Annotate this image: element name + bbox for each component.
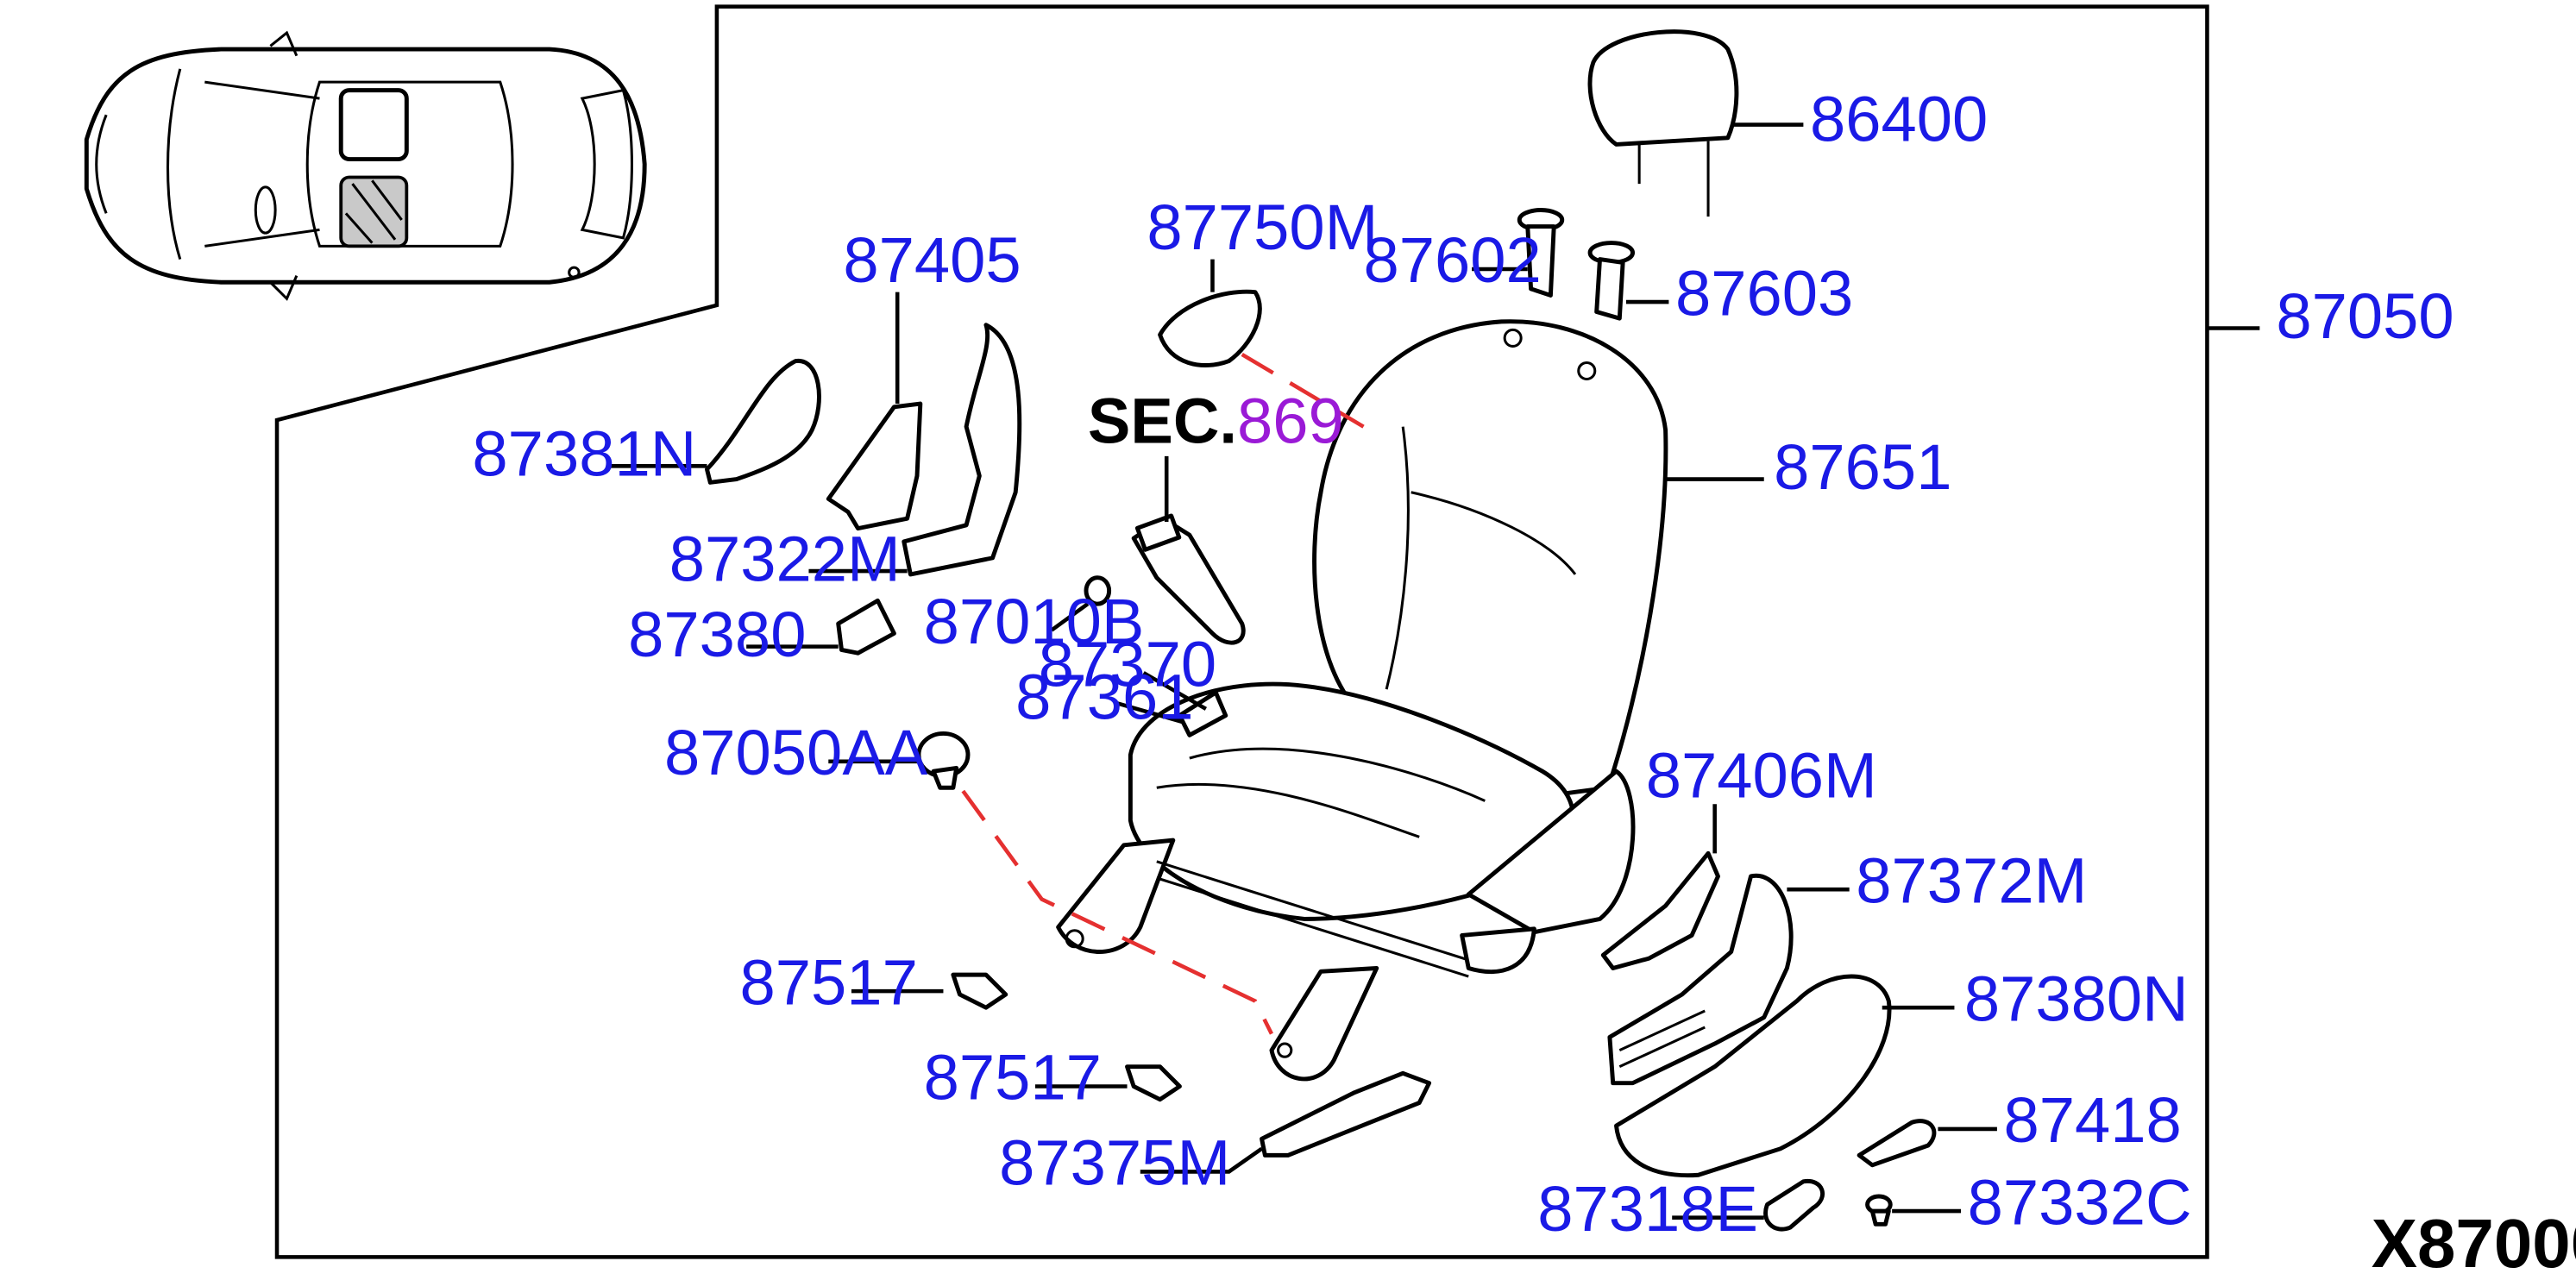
headrest-guide-part xyxy=(1517,208,1636,321)
part-label-87603[interactable]: 87603 xyxy=(1675,257,1853,329)
part-label-87361[interactable]: 87361 xyxy=(1015,661,1193,732)
seat-belt-buckle-part xyxy=(1131,513,1246,645)
part-label-87380[interactable]: 87380 xyxy=(628,599,806,670)
part-label-86400[interactable]: 86400 xyxy=(1810,84,1988,155)
part-label-87372m[interactable]: 87372M xyxy=(1856,844,2087,916)
rail-cover-part xyxy=(1260,1070,1432,1158)
part-label-87370[interactable]: 87370 xyxy=(1039,628,1216,700)
part-label-87418[interactable]: 87418 xyxy=(2004,1084,2182,1156)
part-label-87406m[interactable]: 87406M xyxy=(1646,740,1877,812)
relation-line xyxy=(1241,352,1365,429)
sec-reference[interactable]: SEC.869 xyxy=(1088,386,1344,457)
side-finisher-part xyxy=(1607,873,1794,1086)
part-label-87375m[interactable]: 87375M xyxy=(999,1127,1230,1199)
side-finisher-part xyxy=(1600,850,1720,970)
lever-part xyxy=(1857,1119,1937,1168)
side-cover-part xyxy=(1614,974,1892,1178)
bracket-part xyxy=(1763,1179,1825,1232)
part-label-87651[interactable]: 87651 xyxy=(1774,431,1951,503)
part-label-87332c[interactable]: 87332C xyxy=(1968,1166,2192,1238)
diagram-frame xyxy=(274,4,2209,1259)
part-label-87602[interactable]: 87602 xyxy=(1364,224,1542,296)
seat-cushion-part xyxy=(1056,681,1636,1082)
trim-part xyxy=(1158,289,1262,367)
sec-prefix: SEC. xyxy=(1088,386,1237,457)
clip-part xyxy=(836,598,896,656)
clip-part xyxy=(951,972,1008,1010)
headrest-part xyxy=(1587,29,1739,217)
part-label-87380n[interactable]: 87380N xyxy=(1964,963,2189,1034)
part-label-87050aa[interactable]: 87050AA xyxy=(664,717,928,788)
knob-part xyxy=(916,731,971,790)
part-label-87318e[interactable]: 87318E xyxy=(1537,1173,1758,1245)
part-label-87010b[interactable]: 87010B xyxy=(924,586,1145,657)
bracket-part xyxy=(705,359,821,485)
car-locator-icon xyxy=(84,30,647,301)
sec-number[interactable]: 869 xyxy=(1237,386,1344,457)
part-label-87322m[interactable]: 87322M xyxy=(669,524,901,595)
part-label-87750m[interactable]: 87750M xyxy=(1147,191,1378,263)
relation-line xyxy=(961,789,1274,1035)
diagram-code: X8700089 xyxy=(2372,1205,2576,1280)
grommet-part xyxy=(1084,575,1112,606)
clip-part xyxy=(1125,1064,1182,1102)
seat-back-part xyxy=(1312,319,1668,800)
side-cover-part xyxy=(826,401,923,531)
part-label-87381n[interactable]: 87381N xyxy=(472,418,696,490)
leader-lines xyxy=(608,122,2260,1220)
part-label-87517-lower[interactable]: 87517 xyxy=(924,1042,1102,1114)
part-label-87517-upper[interactable]: 87517 xyxy=(740,946,918,1018)
part-label-87405[interactable]: 87405 xyxy=(843,224,1021,296)
part-label-87050[interactable]: 87050 xyxy=(2276,280,2453,352)
clip-part xyxy=(1865,1194,1893,1227)
tag-part xyxy=(1177,690,1228,737)
side-cover-part xyxy=(902,323,1022,577)
